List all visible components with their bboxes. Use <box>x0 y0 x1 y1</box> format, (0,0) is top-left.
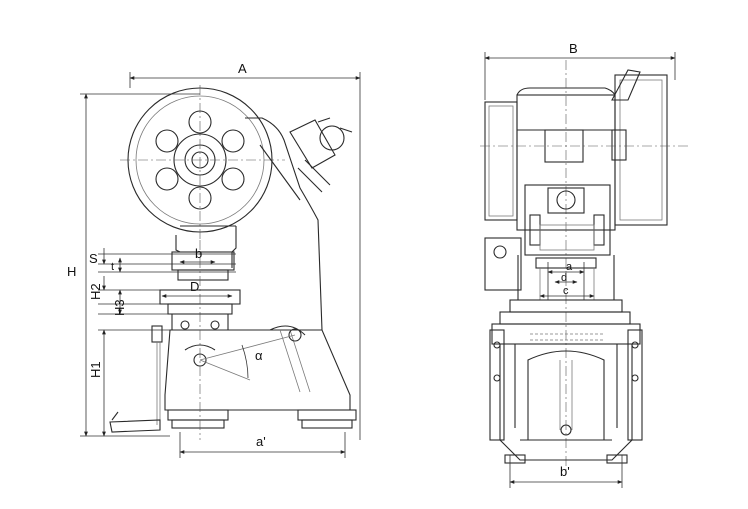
label-d: d <box>561 272 567 284</box>
label-b-prime: b' <box>560 464 570 479</box>
label-b: b <box>195 246 202 261</box>
label-D: D <box>190 279 199 294</box>
front-base <box>489 299 643 464</box>
label-H3: H3 <box>112 299 127 316</box>
motor <box>289 117 353 193</box>
label-A: A <box>238 61 247 76</box>
label-S: S <box>89 251 98 266</box>
label-t: t <box>111 261 114 273</box>
front-view: B a d c b' <box>480 41 690 488</box>
label-B: B <box>569 41 578 56</box>
label-alpha: α <box>255 348 263 363</box>
label-c: c <box>563 285 569 297</box>
label-a-prime: a' <box>256 434 266 449</box>
label-H1: H1 <box>88 361 103 378</box>
label-H2: H2 <box>88 283 103 300</box>
front-upper-housing <box>480 60 690 470</box>
side-dimensions: A H S t b D H2 H3 <box>67 61 361 458</box>
label-H: H <box>67 264 76 279</box>
side-view: A H S t b D H2 H3 <box>67 61 361 458</box>
foot-pedal <box>109 325 163 433</box>
flywheel <box>120 85 285 240</box>
front-slide <box>484 184 615 300</box>
label-a: a <box>566 261 573 273</box>
frame-body <box>109 117 357 440</box>
front-dimensions: B a d c b' <box>484 41 676 488</box>
